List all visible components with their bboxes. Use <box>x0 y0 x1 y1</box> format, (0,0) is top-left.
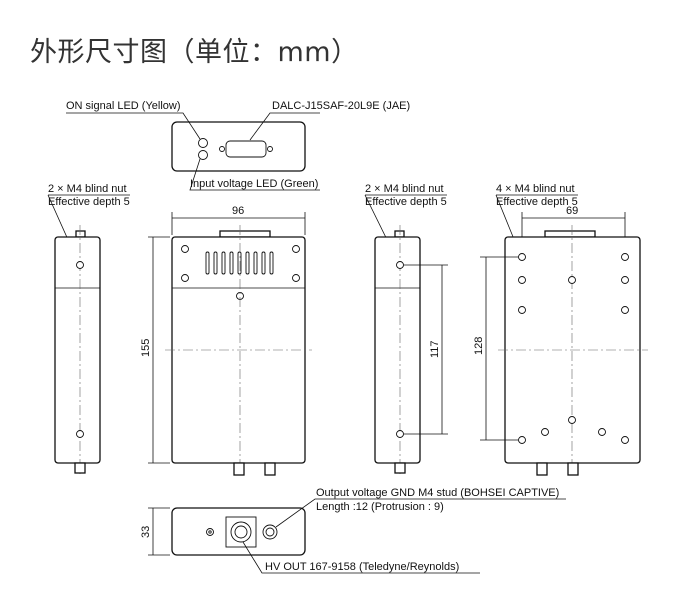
vent-slots <box>205 251 274 275</box>
connector-icon <box>225 140 267 158</box>
right-side-view: 2 × M4 blind nut Effective depth 5 117 <box>364 183 448 475</box>
width-dimension: 96 <box>232 205 244 217</box>
nut-depth-label: Effective depth 5 <box>496 196 578 208</box>
left-side-view: 2 × M4 blind nut Effective depth 5 <box>47 183 130 475</box>
height-dimension: 155 <box>140 339 152 357</box>
input-led-label: Input voltage LED (Green) <box>190 178 318 190</box>
gnd-stud-label: Output voltage GND M4 stud (BOHSEI CAPTI… <box>316 487 559 499</box>
back-width-dimension: 69 <box>566 205 578 217</box>
on-led-icon <box>198 138 208 148</box>
nut-depth-label: Effective depth 5 <box>48 196 130 208</box>
nut-label: 4 × M4 blind nut <box>496 183 575 195</box>
hole-pitch-dimension: 117 <box>429 340 441 358</box>
page-title: 外形尺寸图（单位：mm） <box>30 37 359 68</box>
back-height-dimension: 128 <box>473 337 485 355</box>
hv-out-label: HV OUT 167-9158 (Teledyne/Reynolds) <box>265 561 459 573</box>
connector-label: DALC-J15SAF-20L9E (JAE) <box>272 100 410 112</box>
top-view: ON signal LED (Yellow) DALC-J15SAF-20L9E… <box>66 100 410 191</box>
nut-label: 2 × M4 blind nut <box>48 183 127 195</box>
back-view: 4 × M4 blind nut Effective depth 5 69 12… <box>473 183 648 476</box>
nut-depth-label: Effective depth 5 <box>365 196 447 208</box>
on-led-label: ON signal LED (Yellow) <box>66 100 181 112</box>
front-view: 96 155 <box>140 205 312 476</box>
gnd-stud-length-label: Length :12 (Protrusion : 9) <box>316 501 444 513</box>
input-led-icon <box>198 150 208 160</box>
nut-label: 2 × M4 blind nut <box>365 183 444 195</box>
depth-dimension: 33 <box>140 526 152 538</box>
bottom-view: Output voltage GND M4 stud (BOHSEI CAPTI… <box>140 487 566 574</box>
